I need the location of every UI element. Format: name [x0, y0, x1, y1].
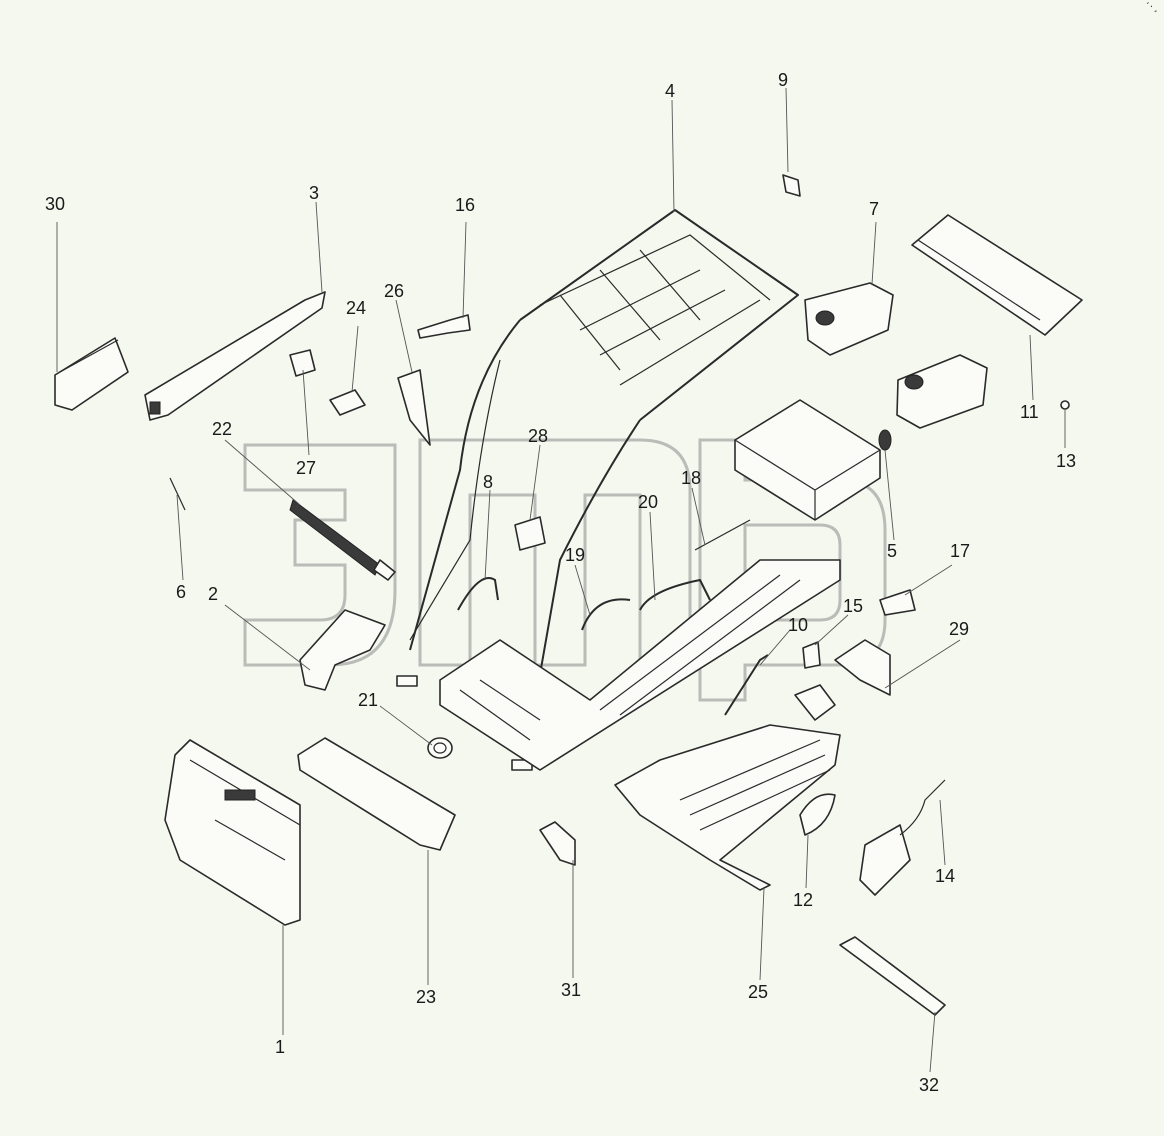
callout-10: 10 — [788, 615, 808, 635]
callout-18: 18 — [681, 468, 701, 488]
part-4-cab-frame — [396, 209, 799, 771]
callout-27: 27 — [296, 458, 316, 478]
callout-7: 7 — [869, 199, 879, 219]
part-1-dashboard — [164, 739, 301, 926]
part-11-tray — [911, 214, 1083, 336]
part-26-panel — [397, 369, 431, 446]
part-32-strip — [839, 936, 946, 1016]
callout-25: 25 — [748, 982, 768, 1002]
callout-24: 24 — [346, 298, 366, 318]
part-24-latch — [329, 389, 366, 416]
callout-32: 32 — [919, 1075, 939, 1095]
corner-mark: ´·¸ — [1144, 2, 1158, 13]
callout-23: 23 — [416, 987, 436, 1007]
callout-28: 28 — [528, 426, 548, 446]
callout-20: 20 — [638, 492, 658, 512]
part-23-step — [297, 737, 456, 851]
part-2-pedal — [299, 609, 386, 691]
callout-8: 8 — [483, 472, 493, 492]
callout-16: 16 — [455, 195, 475, 215]
callout-2: 2 — [208, 584, 218, 604]
part-13-bolt — [1060, 400, 1070, 410]
callout-9: 9 — [778, 70, 788, 90]
callout-11: 11 — [1020, 402, 1039, 422]
part-8-handle — [457, 577, 499, 611]
part-30-bracket — [54, 337, 129, 411]
part-25-frame — [614, 684, 841, 891]
callout-13: 13 — [1056, 451, 1076, 471]
callout-12: 12 — [793, 890, 813, 910]
part-29-bracket — [834, 639, 891, 696]
part-5-box — [734, 399, 892, 521]
part-22-hose — [289, 499, 396, 581]
part-17-clip — [879, 589, 916, 616]
callout-labels: 1 2 3 4 5 6 7 8 9 10 11 12 13 14 15 16 1… — [45, 70, 1076, 1095]
callout-26: 26 — [384, 281, 404, 301]
part-18-rod — [694, 519, 751, 551]
part-14-harness — [859, 779, 946, 896]
callout-22: 22 — [212, 419, 232, 439]
part-20-bracket — [639, 579, 711, 611]
part-15-clip — [802, 641, 821, 669]
callout-31: 31 — [561, 980, 581, 1000]
callout-6: 6 — [176, 582, 186, 602]
callout-30: 30 — [45, 194, 65, 214]
floor-plate — [439, 559, 841, 771]
callout-5: 5 — [887, 541, 897, 561]
callout-1: 1 — [275, 1037, 285, 1057]
part-9-label — [782, 174, 801, 197]
callout-17: 17 — [950, 541, 970, 561]
callout-3: 3 — [309, 183, 319, 203]
part-6-rod — [169, 477, 186, 511]
leader-lines — [56, 87, 1066, 1073]
part-12-cover — [799, 793, 836, 836]
callout-21: 21 — [358, 690, 378, 710]
callout-29: 29 — [949, 619, 969, 639]
part-7-console — [804, 282, 988, 429]
part-27-plate — [289, 349, 316, 377]
callout-15: 15 — [843, 596, 863, 616]
part-16-handle — [417, 314, 471, 339]
part-3-rail — [144, 291, 326, 421]
part-10-rod — [724, 654, 769, 716]
part-21-grommet — [427, 737, 453, 759]
callout-19: 19 — [565, 545, 585, 565]
part-31-bracket — [539, 821, 576, 866]
callout-14: 14 — [935, 866, 955, 886]
callout-4: 4 — [665, 81, 675, 101]
part-28-plate — [514, 516, 546, 551]
part-19-handle — [581, 598, 631, 631]
